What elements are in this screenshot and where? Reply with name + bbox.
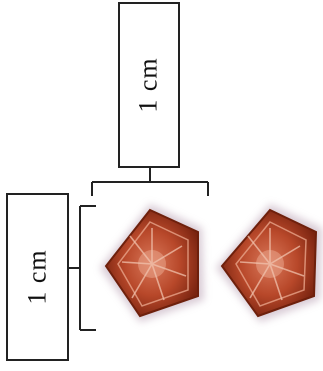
vertical-scale-bracket [69, 205, 96, 331]
vertical-scale-label-box: 1 cm [6, 193, 69, 361]
horizontal-scale-label-box: 1 cm [118, 2, 180, 168]
horizontal-scale-bracket [91, 168, 209, 196]
vertical-scale-label: 1 cm [22, 249, 52, 305]
specimen-right [216, 204, 322, 322]
specimen-left [100, 204, 204, 322]
horizontal-scale-label: 1 cm [133, 57, 163, 113]
